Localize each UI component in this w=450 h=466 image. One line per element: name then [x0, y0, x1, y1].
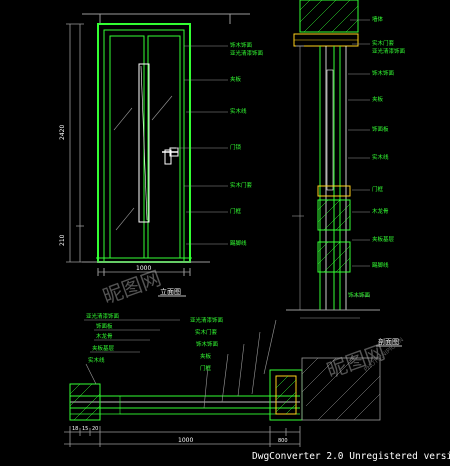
label-board-elev: 夹板	[230, 75, 242, 83]
watermark: 昵图网 昵图网 PHOTO.NIPIC.CN	[100, 266, 406, 383]
vertical-section: 墙体 实木门套 亚光清漆饰面 饰木饰面 夹板 饰面板 实木线 门框 木龙骨 夹板…	[286, 0, 406, 319]
label-wood-door-elev: 实木门套	[230, 181, 253, 189]
label-note3-sec: 夹板基层	[372, 235, 395, 243]
dim-height-2: 210	[59, 234, 66, 246]
label-hsec-left-3: 木龙骨	[96, 332, 113, 340]
elevation-title: 立面图	[160, 287, 181, 296]
label-hsec-left-5: 实木线	[88, 356, 105, 364]
status-bar: DwgConverter 2.0 Unregistered version	[0, 447, 450, 466]
label-note1-sec: 饰面板	[372, 125, 389, 133]
label-hardware-sec: 踢脚线	[372, 261, 389, 269]
label-wall-sec: 墙体	[372, 15, 384, 23]
label-frame-elev: 门框	[230, 207, 242, 215]
horizontal-section: 亚光清漆饰面 实木门套 饰木饰面 夹板 门框 亚光清漆饰面 饰面板 木龙骨 夹板…	[64, 312, 402, 448]
label-solid-wood-elev: 实木线	[230, 107, 247, 115]
dim-bottom-2: 800	[278, 438, 288, 444]
label-veneer-paint-elev: 亚光清漆饰面	[230, 49, 264, 57]
label-frame-hsec: 门框	[200, 364, 212, 372]
label-veneer-sec-2: 饰木饰面	[348, 291, 371, 299]
label-note2-sec: 木龙骨	[372, 207, 389, 215]
label-solid-wood-sec: 实木线	[372, 153, 389, 161]
dim-section-2: 15	[82, 426, 88, 432]
label-wood-door-hsec: 实木门套	[195, 328, 218, 336]
door-handle-icon	[162, 147, 179, 165]
label-veneer-sec: 饰木饰面	[372, 69, 395, 77]
label-door-handle: 门锁	[230, 143, 242, 151]
dim-section-3: 20	[92, 426, 98, 432]
label-veneer-paint-hsec: 亚光清漆饰面	[190, 316, 224, 324]
dim-section-1: 18	[72, 426, 78, 432]
dim-width-top: 1000	[136, 265, 151, 272]
label-veneer-elev: 饰木饰面	[230, 41, 253, 49]
label-hardware-elev: 踢脚线	[230, 239, 247, 247]
label-frame-sec: 门框	[372, 185, 384, 193]
label-veneer-paint-sec: 亚光清漆饰面	[372, 47, 406, 55]
dim-bottom-1: 1000	[178, 437, 193, 444]
label-wood-door-sec: 实木门套	[372, 39, 395, 47]
label-board-hsec: 夹板	[200, 352, 212, 360]
status-bar-text: DwgConverter 2.0 Unregistered version	[252, 451, 450, 462]
label-hsec-left-2: 饰面板	[96, 322, 113, 330]
label-veneer-hsec: 饰木饰面	[196, 340, 219, 348]
label-board-sec: 夹板	[372, 95, 384, 103]
dim-height-1: 2420	[59, 125, 66, 140]
door-elevation: 2420 210 1000 立面图 饰木饰面 亚光清漆饰面 夹板 实木线 门锁 …	[59, 13, 264, 297]
section-title: 剖面图	[378, 337, 399, 346]
label-hsec-left-4: 夹板基层	[92, 344, 115, 352]
label-hsec-left-1: 亚光清漆饰面	[86, 312, 120, 320]
